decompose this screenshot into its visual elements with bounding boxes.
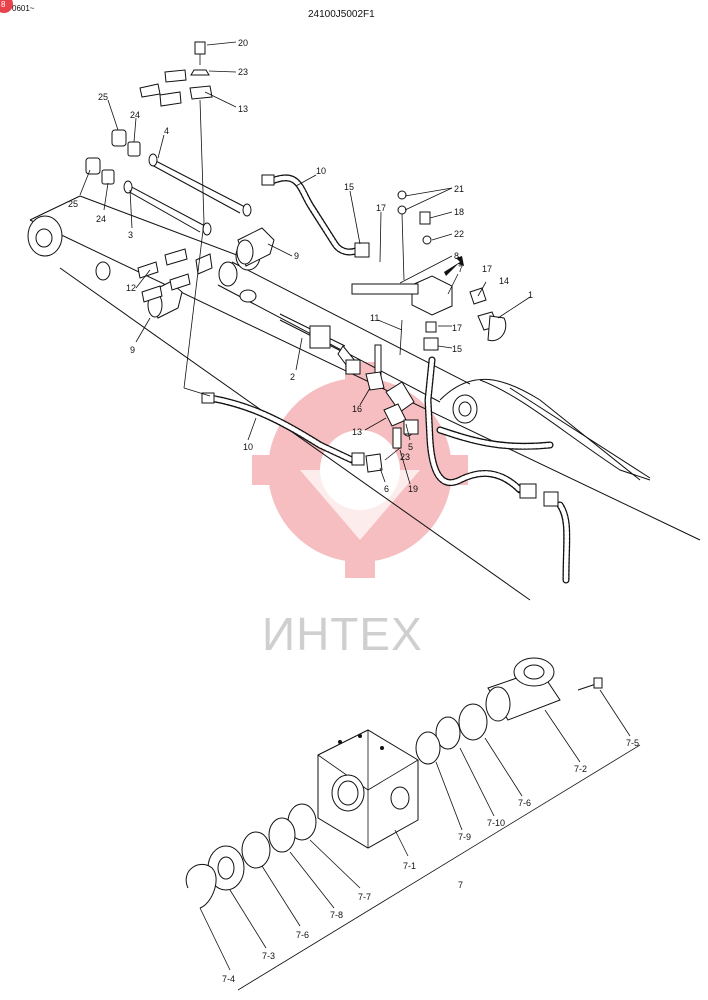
callout-7-10: 7-10 (487, 818, 505, 828)
callout-3: 3 (128, 230, 133, 240)
callout-24: 24 (130, 110, 140, 120)
callout-1: 1 (528, 290, 533, 300)
callout-17c: 17 (452, 323, 462, 333)
callout-13: 13 (238, 104, 248, 114)
callout-21: 21 (454, 184, 464, 194)
callout-2: 2 (290, 372, 295, 382)
hose-10-lower (201, 392, 365, 466)
block-9-upper (236, 227, 275, 267)
o-ring-7-10 (435, 716, 461, 750)
callout-9b: 9 (130, 345, 135, 355)
pipe-2 (279, 313, 357, 371)
callout-14: 14 (499, 276, 509, 286)
callout-leaders-lower (199, 689, 641, 991)
hose-10-upper (261, 174, 370, 258)
callout-4: 4 (164, 126, 169, 136)
clamp-12 (137, 248, 213, 303)
callout-24b: 24 (96, 214, 106, 224)
valve-block-7-top (351, 190, 507, 356)
callout-7-7: 7-7 (358, 892, 371, 902)
callout-7-9: 7-9 (458, 832, 471, 842)
callout-17b: 17 (482, 264, 492, 274)
o-ring-7-8 (268, 817, 296, 853)
callout-20: 20 (238, 38, 248, 48)
callout-7-2: 7-2 (574, 764, 587, 774)
callout-16: 16 (352, 404, 362, 414)
callout-7-3: 7-3 (262, 951, 275, 961)
o-ring-7-6 (458, 703, 488, 741)
drawing-code: 24100J5002F1 (308, 9, 375, 20)
o-ring-7-6b (241, 831, 271, 869)
callout-23: 23 (238, 67, 248, 77)
callout-8: 8 (454, 251, 459, 261)
callout-7-6b: 7-6 (296, 930, 309, 940)
callout-7: 7 (458, 880, 463, 890)
corner-text: 0601~ (12, 4, 35, 13)
callout-12: 12 (126, 283, 136, 293)
callout-13b: 13 (352, 427, 362, 437)
fittings-center (345, 344, 419, 473)
callout-19: 19 (408, 484, 418, 494)
snap-ring-7-4 (185, 863, 217, 909)
callout-17: 17 (376, 203, 386, 213)
callout-9: 9 (294, 251, 299, 261)
callout-10: 10 (316, 166, 326, 176)
callout-15: 15 (344, 182, 354, 192)
callout-25: 25 (98, 92, 108, 102)
callout-22: 22 (454, 229, 464, 239)
callout-7-4: 7-4 (222, 974, 235, 984)
pipe-assembly-upper (85, 129, 252, 236)
watermark-logo (252, 362, 468, 578)
callout-labels-upper: 20 23 13 25 24 4 10 15 17 21 18 22 8 25 … (68, 38, 533, 494)
callout-5: 5 (408, 442, 413, 452)
callout-25b: 25 (68, 199, 78, 209)
svg-text:8: 8 (1, 0, 6, 9)
callout-7: 7 (458, 264, 463, 274)
callout-7-6: 7-6 (518, 798, 531, 808)
callout-18: 18 (454, 207, 464, 217)
watermark-text: ИНТЕХ (262, 608, 423, 660)
o-ring-7-9 (415, 731, 441, 765)
callout-15b: 15 (452, 344, 462, 354)
callout-7-1: 7-1 (403, 861, 416, 871)
callout-11: 11 (370, 313, 379, 323)
callout-6: 6 (384, 484, 389, 494)
callout-10b: 10 (243, 442, 253, 452)
callout-leaders-upper (79, 41, 531, 485)
corner-badge: 8 (0, 0, 13, 13)
callout-7-8: 7-8 (330, 910, 343, 920)
callout-labels-lower: 7-5 7-2 7-6 7-10 7-9 7-1 7 7-7 7-8 7-6 7… (222, 738, 639, 984)
callout-7-5: 7-5 (626, 738, 639, 748)
hose-right-long (424, 356, 571, 584)
callout-23b: 23 (400, 452, 410, 462)
exploded-valve-assembly (185, 657, 603, 909)
clamp-group-top (139, 41, 213, 107)
